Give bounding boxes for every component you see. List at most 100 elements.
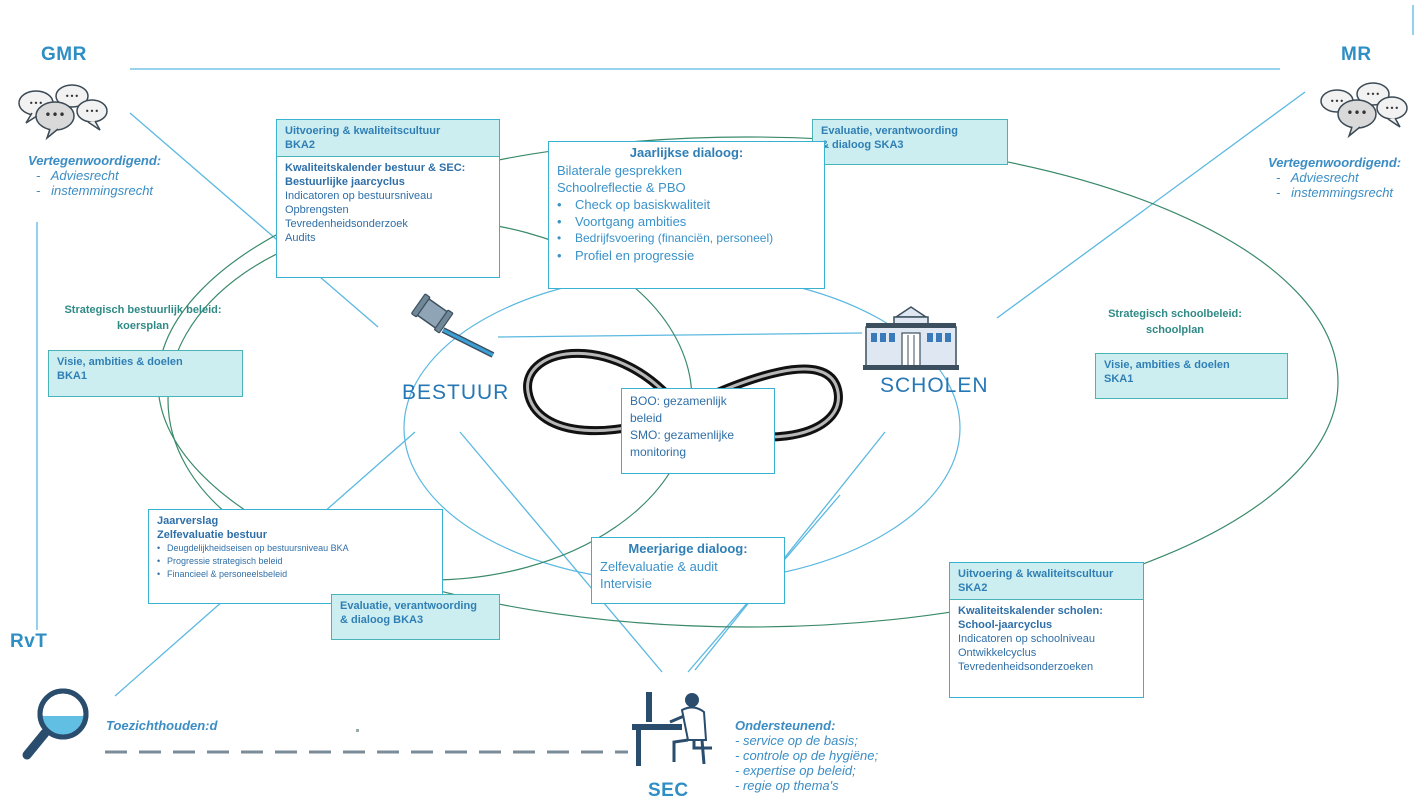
sec-item: - service op de basis; <box>735 733 858 748</box>
left-strategy-line: Strategisch bestuurlijk beleid: <box>64 304 222 316</box>
bka2-box: Uitvoering & kwaliteitscultuur BKA2 Kwal… <box>276 119 500 278</box>
ska2-header-line: Uitvoering & kwaliteitscultuur <box>958 568 1114 580</box>
jaarlijkse-bullet: Voortgang ambities <box>557 213 816 230</box>
desk-worker-icon <box>632 692 712 766</box>
sec-description: Ondersteunend: - service op de basis; - … <box>735 718 878 793</box>
jaarlijkse-line: Bilaterale gesprekken <box>557 163 683 178</box>
mr-item: Adviesrecht <box>1276 170 1401 185</box>
jaarlijkse-bullet: Profiel en progressie <box>557 247 816 264</box>
left-strategy-label: Strategisch bestuurlijk beleid: koerspla… <box>48 302 238 334</box>
bka2-body-title: Bestuurlijke jaarcyclus <box>285 176 405 188</box>
ska2-body: Kwaliteitskalender scholen: School-jaarc… <box>950 600 1143 678</box>
bka2-item: Indicatoren op bestuursniveau <box>285 190 433 202</box>
ska1-line: Visie, ambities & doelen <box>1104 359 1230 371</box>
svg-text:•••: ••• <box>65 92 79 101</box>
jaarlijkse-bullet: Check op basiskwaliteit <box>557 196 816 213</box>
jaarverslag-title: Zelfevaluatie bestuur <box>157 529 268 541</box>
mr-scholen-line <box>996 91 1306 319</box>
magnifying-glass-icon <box>22 688 89 760</box>
rvt-caption: Toezichthouden:d <box>106 718 218 733</box>
jaarlijkse-body: Bilaterale gesprekken Schoolreflectie & … <box>549 160 824 268</box>
speech-bubbles-icon-mr: ••• ••• ••• ••• <box>1320 82 1408 139</box>
svg-text:•••: ••• <box>1330 97 1344 106</box>
svg-text:•••: ••• <box>85 107 99 116</box>
jaarverslag-bullet: Deugdelijkheidseisen op bestuursniveau B… <box>157 542 434 555</box>
bestuur-scholen-line <box>497 332 863 338</box>
ska2-box: Uitvoering & kwaliteitscultuur SKA2 Kwal… <box>949 562 1144 698</box>
ska2-body-title: Kwaliteitskalender scholen: <box>958 605 1103 617</box>
mr-item: instemmingsrecht <box>1276 185 1401 200</box>
boo-smo-box: BOO: gezamenlijk beleid SMO: gezamenlijk… <box>621 388 775 474</box>
ska2-header-line: SKA2 <box>958 582 988 594</box>
mr-description: Vertegenwoordigend: Adviesrecht instemmi… <box>1268 155 1401 200</box>
sec-item: - expertise op beleid; <box>735 763 856 778</box>
gmr-item: instemmingsrecht <box>36 183 161 198</box>
gmr-description: Vertegenwoordigend: Adviesrecht instemmi… <box>28 153 161 198</box>
ska2-item: Indicatoren op schoolniveau <box>958 633 1095 645</box>
ska3-line: Evaluatie, verantwoording <box>821 125 958 137</box>
bka1-line: BKA1 <box>57 370 87 382</box>
boo-line: SMO: gezamenlijke <box>630 428 735 442</box>
svg-text:•••: ••• <box>29 99 43 108</box>
bestuur-title: BESTUUR <box>402 381 510 404</box>
bka3-line: & dialoog BKA3 <box>340 614 424 626</box>
jaarlijkse-bullet: Bedrijfsvoering (financiën, personeel) <box>557 230 816 247</box>
right-strategy-line: schoolplan <box>1145 324 1205 336</box>
sec-item: - controle op de hygiëne; <box>735 748 879 763</box>
svg-text:•••: ••• <box>1346 106 1367 120</box>
gmr-heading: Vertegenwoordigend: <box>28 153 162 168</box>
bka3-line: Evaluatie, verantwoording <box>340 600 477 612</box>
svg-text:•••: ••• <box>1385 104 1399 113</box>
svg-text:•••: ••• <box>1366 90 1380 99</box>
ska1-line: SKA1 <box>1104 373 1134 385</box>
mr-title: MR <box>1341 44 1372 65</box>
jaarverslag-body: Jaarverslag Zelfevaluatie bestuur Deugde… <box>149 510 442 585</box>
meerjarige-title: Meerjarige dialoog: <box>628 541 748 556</box>
boo-line: beleid <box>630 411 663 425</box>
gavel-icon <box>411 293 495 358</box>
bka1-box: Visie, ambities & doelen BKA1 <box>48 350 243 397</box>
boo-smo-body: BOO: gezamenlijk beleid SMO: gezamenlijk… <box>622 389 774 465</box>
bka2-item: Audits <box>285 232 316 244</box>
sec-heading: Ondersteunend: <box>735 718 836 733</box>
svg-text:•••: ••• <box>44 108 65 122</box>
meerjarige-line: Intervisie <box>600 576 653 591</box>
boo-line: BOO: gezamenlijk <box>630 394 727 408</box>
rvt-title: RvT <box>10 631 48 652</box>
jaarverslag-bullet: Progressie strategisch beleid <box>157 555 434 568</box>
gmr-title: GMR <box>41 44 87 65</box>
right-strategy-label: Strategisch schoolbeleid: schoolplan <box>1090 306 1260 338</box>
ska2-item: Ontwikkelcyclus <box>958 647 1037 659</box>
left-strategy-line: koersplan <box>117 320 169 332</box>
sec-item: - regie op thema's <box>735 778 839 793</box>
ska1-header: Visie, ambities & doelen SKA1 <box>1096 354 1287 390</box>
ska3-line: & dialoog SKA3 <box>821 139 904 151</box>
gmr-item: Adviesrecht <box>36 168 161 183</box>
speech-bubbles-icon-gmr: ••• ••• ••• ••• <box>18 84 108 141</box>
bka2-body-title: Kwaliteitskalender bestuur & SEC: <box>285 162 466 174</box>
mr-heading: Vertegenwoordigend: <box>1268 155 1402 170</box>
sec-bestuur-line-1 <box>459 431 663 673</box>
ska3-header: Evaluatie, verantwoording & dialoog SKA3 <box>813 120 1007 156</box>
bka1-line: Visie, ambities & doelen <box>57 356 183 368</box>
bka1-header: Visie, ambities & doelen BKA1 <box>49 351 242 387</box>
ska1-box: Visie, ambities & doelen SKA1 <box>1095 353 1288 399</box>
ska2-body-title: School-jaarcyclus <box>958 619 1053 631</box>
jaarverslag-bullet: Financieel & personeelsbeleid <box>157 568 434 581</box>
sec-title: SEC <box>648 780 689 801</box>
ska3-box: Evaluatie, verantwoording & dialoog SKA3 <box>812 119 1008 165</box>
bka2-item: Tevredenheidsonderzoek <box>285 218 408 230</box>
bka2-item: Opbrengsten <box>285 204 349 216</box>
meerjarige-body: Zelfevaluatie & audit Intervisie <box>592 556 784 596</box>
gmr-bestuur-line <box>129 112 379 328</box>
jaarverslag-title: Jaarverslag <box>157 515 219 527</box>
bka3-header: Evaluatie, verantwoording & dialoog BKA3 <box>332 595 499 631</box>
scholen-title: SCHOLEN <box>880 374 989 397</box>
jaarlijkse-line: Schoolreflectie & PBO <box>557 180 686 195</box>
sec-scholen-line-1 <box>694 431 886 671</box>
bka2-header-line: Uitvoering & kwaliteitscultuur <box>285 125 441 137</box>
bka2-body: Kwaliteitskalender bestuur & SEC: Bestuu… <box>277 157 499 249</box>
school-building-icon <box>863 306 959 370</box>
ska2-header: Uitvoering & kwaliteitscultuur SKA2 <box>950 563 1143 600</box>
jaarverslag-box: Jaarverslag Zelfevaluatie bestuur Deugde… <box>148 509 443 604</box>
